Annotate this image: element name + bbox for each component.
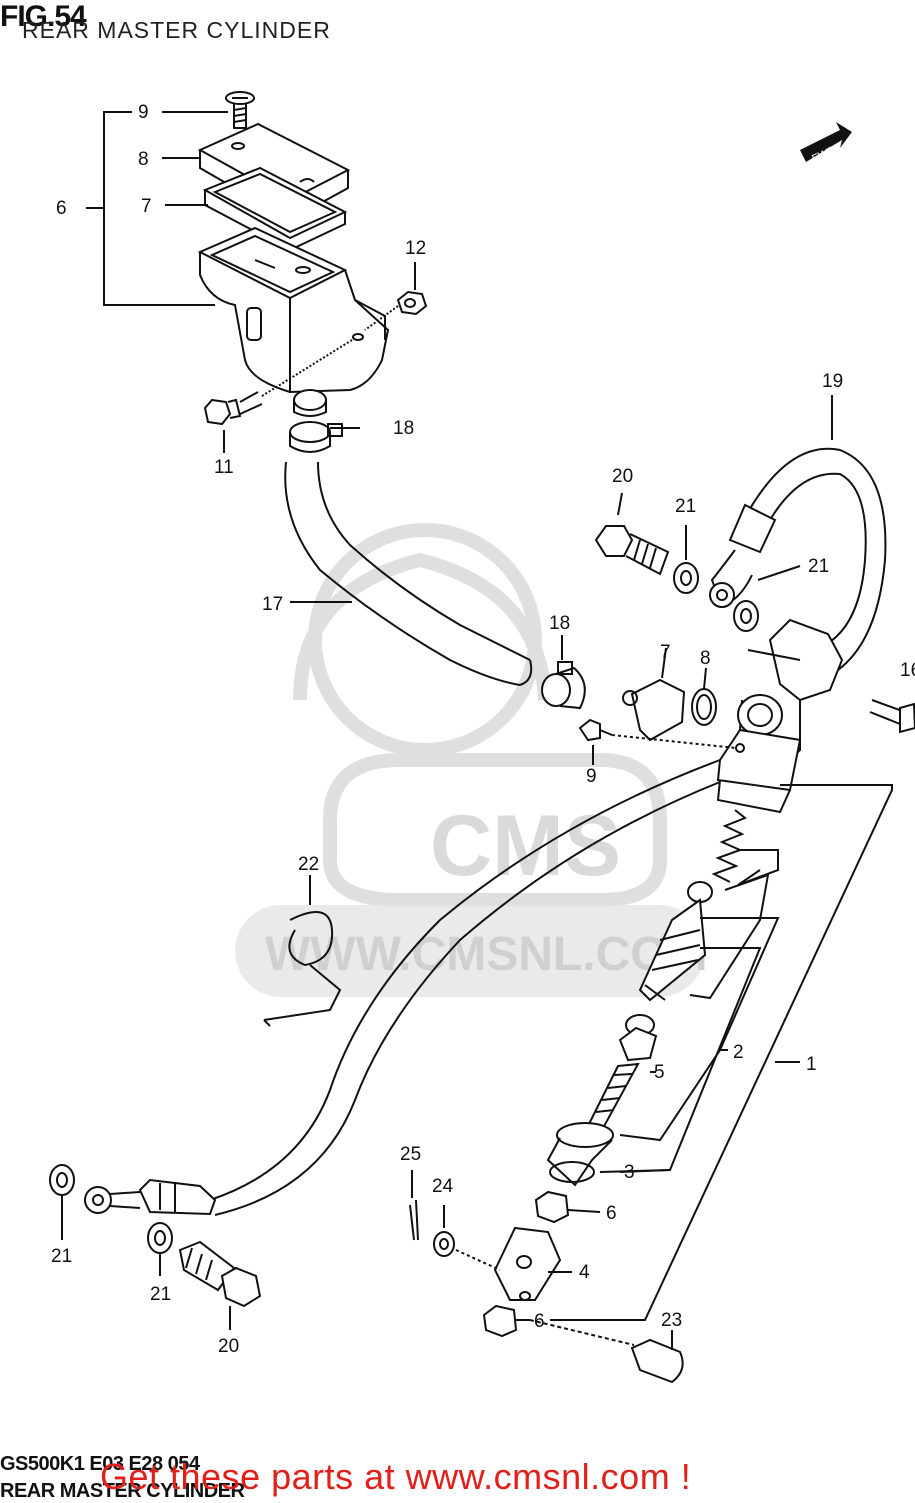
washer-21-a (673, 525, 699, 594)
nut-6-lower (482, 1304, 530, 1338)
promo-link[interactable]: Get these parts at www.cmsnl.com ! (100, 1456, 692, 1497)
o-ring-8 (691, 667, 717, 726)
page-title: REAR MASTER CYLINDER (22, 17, 331, 43)
washer-21-b (733, 565, 801, 632)
callout-16-top: 12 (405, 238, 426, 259)
clevis-pin-23 (529, 1319, 684, 1384)
bolt-15 (203, 339, 353, 426)
callout-18-top: 18 (393, 418, 414, 439)
callout-18-lower: 18 (549, 613, 570, 634)
cover-7 (622, 647, 686, 742)
callout-15: 11 (214, 457, 234, 478)
callout-6-lower: 6 (534, 1311, 545, 1332)
callout-19: 19 (822, 371, 843, 392)
screw-14 (225, 91, 255, 129)
callout-4: 4 (579, 1262, 590, 1283)
banjo-bolt-20-lower (178, 1240, 262, 1330)
callout-16-right: 16 (900, 660, 915, 681)
hose-clamp-18-upper (289, 421, 343, 453)
fwd-arrow-icon: FWD (800, 122, 852, 165)
callout-11: 6 (56, 198, 67, 219)
watermark (293, 523, 667, 907)
callout-21-d: 21 (150, 1284, 171, 1305)
callout-leaders (550, 784, 893, 1321)
watermark-brand: CMS (430, 798, 621, 894)
callout-12: 7 (141, 196, 152, 217)
bolt-16-right (869, 699, 915, 734)
callout-24: 24 (432, 1176, 454, 1197)
cotter-pin-25 (409, 1170, 419, 1241)
callout-22: 22 (298, 854, 319, 875)
model-title: REAR MASTER CYLINDER (0, 1480, 245, 1502)
spring (711, 809, 747, 883)
brake-hose-19-upper (709, 395, 887, 671)
bracket-11 (103, 111, 215, 306)
callout-25: 25 (400, 1144, 421, 1165)
master-cylinder-1 (716, 618, 844, 814)
hose-clamp-18-lower (541, 635, 586, 710)
model-code: GS500K1 E03 E28 054 (0, 1453, 200, 1475)
callout-8: 8 (700, 648, 711, 669)
callout-21-a: 21 (675, 496, 696, 517)
watermark-banner (235, 905, 705, 997)
figure-number: FIG.54 (0, 0, 87, 33)
watermark-url: WWW.CMSNL.COM (265, 928, 708, 981)
callout-17: 17 (262, 594, 283, 615)
callout-2: 2 (733, 1042, 744, 1063)
callout-7: 7 (660, 642, 671, 663)
callout-1: 1 (806, 1054, 817, 1075)
boot-3 (546, 1122, 614, 1187)
callout-20-top: 20 (612, 466, 633, 487)
callout-13: 8 (138, 149, 149, 170)
washer-21-c (49, 1164, 75, 1240)
callout-numbers: 9 8 7 6 12 18 11 19 20 21 21 17 18 7 8 1… (51, 102, 915, 1357)
callout-14: 9 (138, 102, 149, 123)
brake-hose-lower (84, 759, 721, 1216)
nut-6-upper (534, 1190, 601, 1224)
callout-23: 23 (661, 1310, 682, 1331)
reservoir-hose-17 (284, 389, 533, 686)
clevis-4 (493, 1226, 572, 1301)
reservoir-body-11 (197, 226, 390, 394)
callout-6-upper: 6 (606, 1203, 617, 1224)
piston-parts (638, 881, 713, 1002)
washer-21-d (147, 1222, 173, 1276)
clip-22 (263, 875, 342, 1027)
pushrod-5 (586, 1014, 658, 1132)
callout-21-b: 21 (808, 556, 829, 577)
callout-3: 3 (624, 1162, 635, 1183)
washer-24 (433, 1205, 501, 1271)
callout-21-c: 21 (51, 1246, 72, 1267)
nut-16 (364, 290, 428, 331)
callout-5: 5 (654, 1062, 665, 1083)
banjo-bolt-20-upper (594, 492, 670, 576)
screw-9 (578, 718, 737, 765)
callout-9: 9 (586, 766, 597, 787)
callout-20-lower: 20 (218, 1336, 239, 1357)
